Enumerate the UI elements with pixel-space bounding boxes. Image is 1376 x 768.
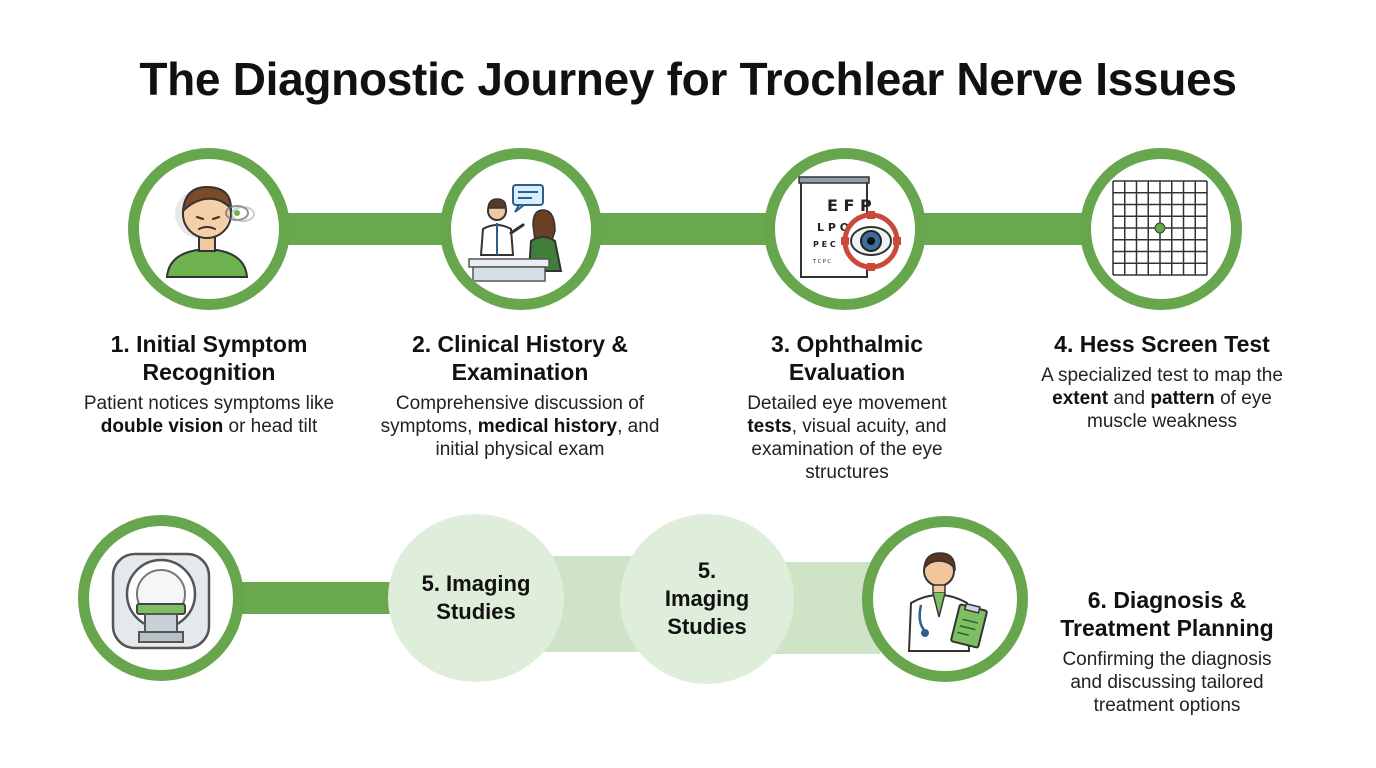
hess-grid-icon [1112,180,1208,276]
connector-2-3 [585,213,785,245]
svg-text:T C P C: T C P C [812,259,831,265]
doctor-consultation-icon [468,184,563,282]
svg-text:L P O: L P O [817,221,849,234]
description-text: Confirming the diagnosis and discussing … [1062,649,1272,716]
description-text: , and initial physical exam [435,416,660,460]
step-6-title: 6. Diagnosis & Treatment Planning [1060,587,1274,641]
page-title: The Diagnostic Journey for Trochlear Ner… [139,53,1237,105]
connector-mri-5a [228,582,398,614]
step-6-icon-circle [862,516,1028,682]
description-text: or head tilt [223,416,318,437]
step-3: 3. Ophthalmic Evaluation Detailed eye mo… [722,330,972,484]
emphasis-text: medical history [477,416,618,437]
step-4-title: 4. Hess Screen Test [1054,331,1270,357]
step-1-description: Patient notices symptoms like double vis… [78,392,340,438]
emphasis-text: tests [747,416,792,437]
step-1-title: 1. Initial Symptom Recognition [110,331,308,385]
step-6: 6. Diagnosis & Treatment Planning Confir… [1036,586,1298,717]
emphasis-text: extent [1052,388,1109,409]
emphasis-text: double vision [100,416,224,437]
step-6-description: Confirming the diagnosis and discussing … [1036,648,1298,717]
step-3-description: Detailed eye movement tests, visual acui… [722,392,972,484]
step-1: 1. Initial Symptom Recognition Patient n… [78,330,340,438]
imaging-step-label-b: 5. Imaging Studies [620,514,794,684]
hess-center-dot [1154,222,1166,234]
description-text: Patient notices symptoms like [83,393,335,414]
mri-scanner-icon [111,552,211,650]
description-text: Comprehensive discussion of symptoms, [380,393,645,437]
step-4-description: A specialized test to map the extent and… [1030,364,1294,433]
patient-double-vision-icon [165,185,255,278]
emphasis-text: pattern [1150,388,1215,409]
step-3-icon-circle: E F P L P O P E C T C P C [764,148,926,310]
svg-text:P E C: P E C [813,240,836,249]
imaging-studies-label-b: 5. Imaging Studies [664,558,750,639]
step-2-title: 2. Clinical History & Examination [411,331,628,385]
imaging-icon-circle [78,515,244,681]
step-2: 2. Clinical History & Examination Compre… [376,330,664,461]
description-text: A specialized test to map the [1041,365,1283,386]
connector-3-4 [912,213,1097,245]
description-text: , visual acuity, and examination of the … [751,416,947,483]
description-text: of eye muscle weakness [1087,388,1272,432]
step-1-icon-circle [128,148,290,310]
step-3-title: 3. Ophthalmic Evaluation [770,331,924,385]
svg-text:E F P: E F P [827,196,872,215]
step-2-icon-circle [440,148,602,310]
doctor-clipboard-icon [907,552,988,652]
description-text: Detailed eye movement [747,393,947,414]
step-4: 4. Hess Screen Test A specialized test t… [1030,330,1294,433]
connector-1-2 [270,213,460,245]
imaging-studies-label-a: 5. Imaging Studies [421,571,531,624]
imaging-step-label-a: 5. Imaging Studies [388,514,564,682]
step-4-icon-circle [1080,148,1242,310]
description-text: and [1108,388,1151,409]
step-2-description: Comprehensive discussion of symptoms, me… [376,392,664,461]
eye-chart-icon: E F P L P O P E C T C P C [798,176,901,278]
